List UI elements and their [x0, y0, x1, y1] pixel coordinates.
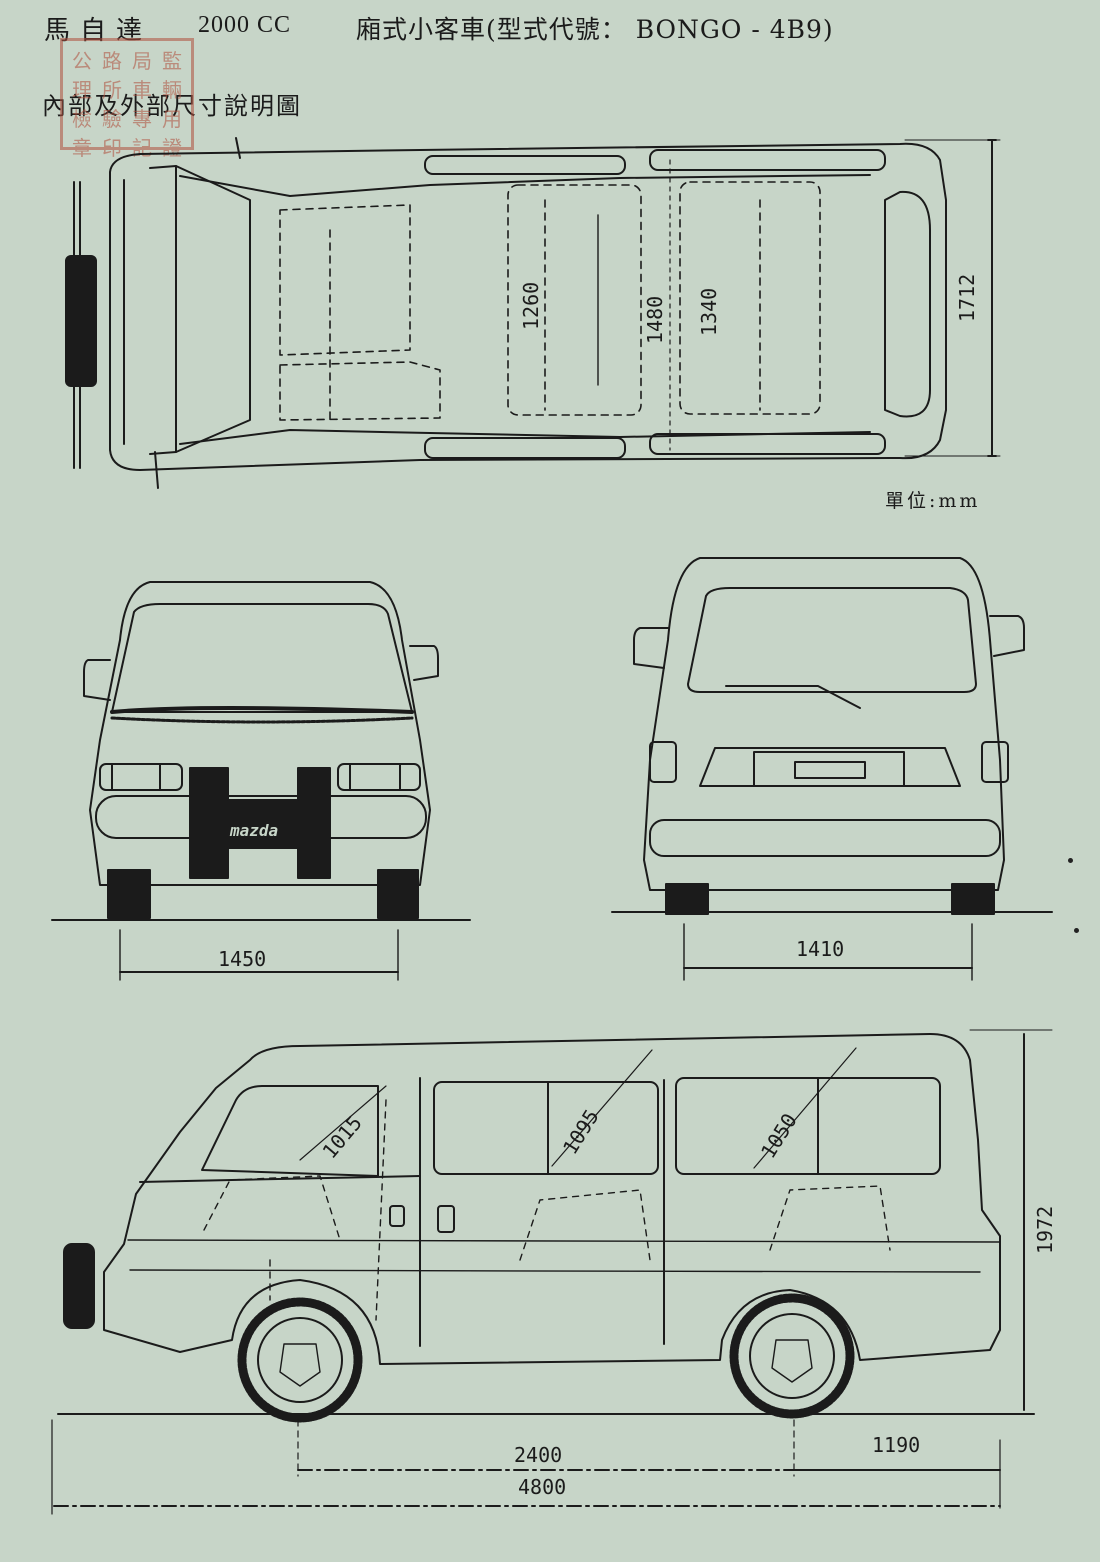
top-view [65, 137, 1001, 489]
official-seal-stamp: 公路局監理所車輛檢驗專用章印記證 [60, 38, 194, 160]
interior-dim-3-label: 1340 [697, 288, 721, 336]
stamp-glyph: 監 [162, 49, 182, 73]
stamp-glyph: 專 [132, 107, 152, 131]
stamp-glyph: 用 [162, 107, 182, 131]
stamp-glyph: 公 [72, 49, 92, 73]
seat-dim-3-label: 1050 [756, 1109, 802, 1163]
height-label: 1972 [1033, 1206, 1057, 1254]
rear-overhang-label: 1190 [872, 1433, 920, 1457]
mazda-logo: mazda [229, 821, 278, 840]
model-line: 廂式小客車(型式代號： BONGO - 4B9) [356, 15, 834, 44]
interior-dim-2-label: 1480 [643, 296, 667, 344]
stamp-glyph: 輛 [162, 78, 182, 102]
stamp-glyph: 局 [132, 49, 152, 73]
top-width-label: 1712 [955, 274, 979, 322]
stamp-glyph: 檢 [72, 107, 92, 131]
unit-label: 單位:mm [885, 490, 981, 512]
scan-speck [1074, 928, 1079, 933]
overall-length-label: 4800 [518, 1475, 566, 1499]
stamp-glyph: 理 [72, 78, 92, 102]
scan-speck [1068, 858, 1073, 863]
wheelbase-label: 2400 [514, 1443, 562, 1467]
stamp-glyph: 章 [72, 136, 92, 160]
stamp-glyph: 所 [102, 78, 122, 102]
stamp-glyph: 印 [102, 136, 122, 160]
seat-dim-1-label: 1015 [317, 1111, 366, 1163]
stamp-glyph: 驗 [102, 107, 122, 131]
rear-track-label: 1410 [796, 937, 844, 961]
sheet-subtitle: 內部及外部尺寸說明圖 [42, 92, 302, 120]
rear-view [611, 557, 1053, 981]
side-view [51, 1029, 1053, 1515]
front-view [51, 581, 471, 981]
interior-dim-1-label: 1260 [519, 282, 543, 330]
front-track-label: 1450 [218, 947, 266, 971]
stamp-glyph: 路 [102, 49, 122, 73]
displacement-label: 2000 CC [198, 12, 292, 38]
stamp-glyph: 車 [132, 78, 152, 102]
